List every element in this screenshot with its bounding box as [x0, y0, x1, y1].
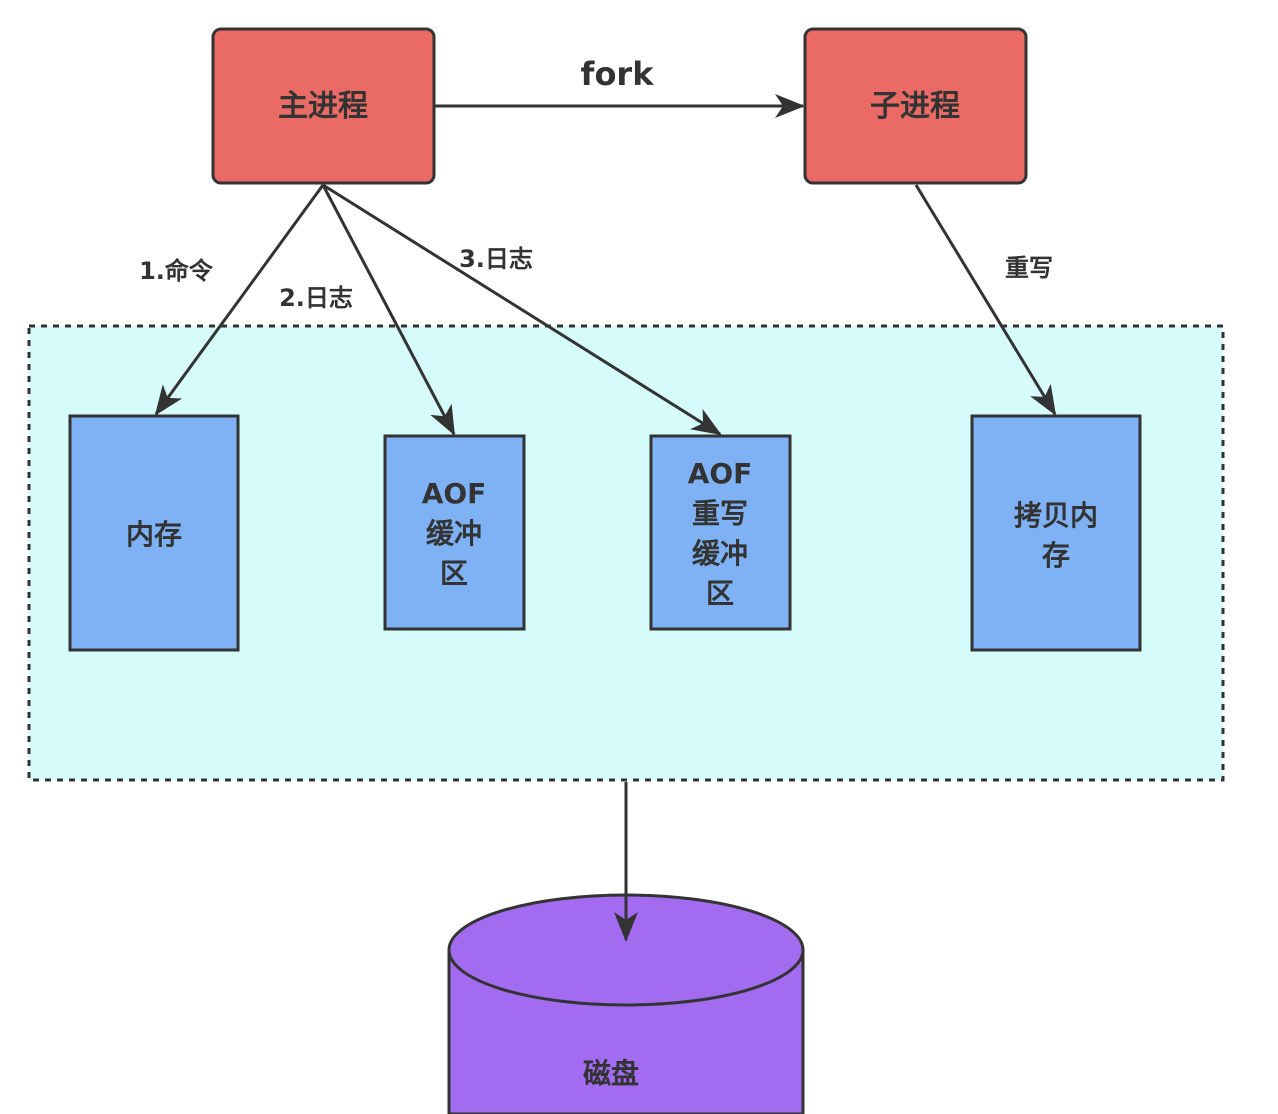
disk-label: 磁盘 [583, 1057, 639, 1090]
aof-rewrite-buffer-node: AOF 重写 缓冲 区 [649, 434, 792, 631]
command-arrow [154, 184, 325, 416]
memory-node: 内存 [68, 414, 240, 652]
aof-rewrite-buffer-label-line-3: 缓冲 [692, 537, 748, 570]
aof-rewrite-buffer-label-line-4: 区 [706, 577, 734, 610]
log3-arrow [322, 183, 722, 436]
rewrite-arrow [914, 184, 1057, 416]
main-process-node: 主进程 [211, 27, 436, 185]
log2-label: 2.日志 [279, 284, 353, 312]
aof-buffer-label-line-3: 区 [440, 557, 468, 590]
aof-buffer-node: AOF 缓冲 区 [383, 434, 526, 631]
aof-buffer-label-line-2: 缓冲 [426, 517, 482, 550]
disk-node: 磁盘 [447, 893, 805, 1114]
child-process-node: 子进程 [803, 27, 1028, 185]
copy-memory-label-line-1: 拷贝内 [1014, 499, 1098, 532]
copy-memory-node: 拷贝内 存 [970, 414, 1142, 652]
command-label: 1.命令 [139, 257, 214, 285]
copy-memory-label-line-2: 存 [1042, 539, 1070, 572]
aof-rewrite-buffer-label-line-1: AOF [688, 457, 753, 490]
aof-rewrite-buffer-label-line-2: 重写 [692, 497, 748, 530]
log2-arrow [321, 184, 456, 436]
main-process-label: 主进程 [278, 89, 368, 124]
fork-label: fork [581, 55, 655, 93]
log3-label: 3.日志 [459, 245, 533, 273]
memory-label: 内存 [126, 518, 182, 551]
aof-buffer-label-line-1: AOF [422, 477, 487, 510]
rewrite-label: 重写 [1005, 254, 1053, 282]
child-process-label: 子进程 [870, 89, 960, 124]
